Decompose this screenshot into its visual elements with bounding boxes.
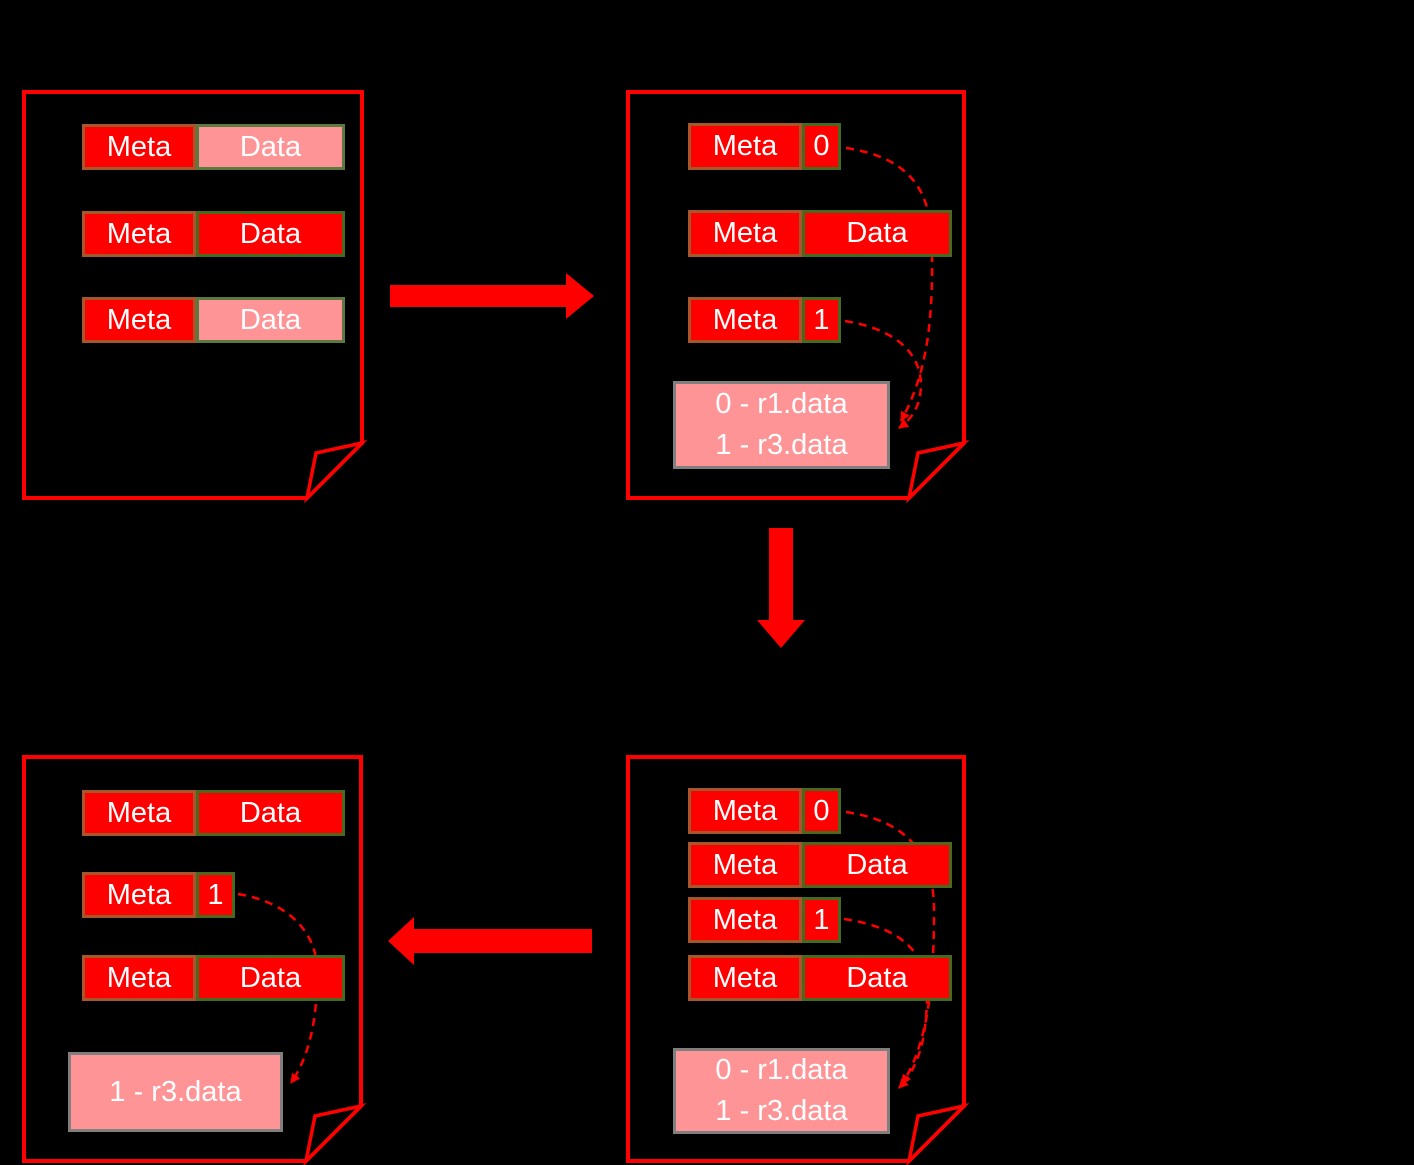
bl-overflow-box: 1 - r3.data: [68, 1052, 283, 1132]
br-row4-meta-cell: Meta: [688, 955, 802, 1001]
arrow-left-icon: [388, 917, 592, 965]
tl-row3-data-cell: Data: [196, 297, 345, 343]
pointer-arc-slot0-bottom-right: [845, 810, 936, 1085]
tr-row2-data-cell: Data: [802, 210, 952, 257]
tl-row3-meta-cell: Meta: [82, 297, 196, 343]
tr-row3-meta-cell: Meta: [688, 297, 802, 343]
bl-overflow-line1: 1 - r3.data: [109, 1075, 242, 1108]
br-row1-slot-cell: 0: [802, 788, 841, 834]
br-overflow-box: 0 - r1.data 1 - r3.data: [673, 1048, 890, 1134]
br-row4-data-cell: Data: [802, 955, 952, 1001]
bl-row1-meta-cell: Meta: [82, 790, 196, 836]
arrow-right-icon: [390, 273, 594, 319]
tr-overflow-line2: 1 - r3.data: [715, 429, 848, 461]
bl-row2-meta-cell: Meta: [82, 872, 196, 918]
tl-row1-data-cell: Data: [196, 124, 345, 170]
tr-row1-meta-cell: Meta: [688, 123, 802, 170]
br-row3-slot-cell: 1: [802, 897, 841, 943]
page-fold-bottom-right: [906, 1103, 970, 1165]
tl-row1-meta-cell: Meta: [82, 124, 196, 170]
pointer-arc-slot1-top-right: [844, 319, 923, 430]
bl-row3-data-cell: Data: [196, 955, 345, 1001]
arrow-down-icon: [757, 528, 805, 648]
pointer-arc-slot1-bottom-right: [843, 917, 929, 1089]
bl-row3-meta-cell: Meta: [82, 955, 196, 1001]
page-fold-top-left: [304, 440, 368, 504]
br-row1-meta-cell: Meta: [688, 788, 802, 834]
tr-row3-slot-cell: 1: [802, 297, 841, 343]
br-row2-data-cell: Data: [802, 842, 952, 888]
tr-row1-slot-cell: 0: [802, 123, 841, 170]
br-row3-meta-cell: Meta: [688, 897, 802, 943]
tr-overflow-line1: 0 - r1.data: [715, 388, 848, 420]
page-fold-bottom-left: [303, 1103, 367, 1165]
tl-row2-data-cell: Data: [196, 211, 345, 257]
tl-row2-meta-cell: Meta: [82, 211, 196, 257]
br-overflow-line1: 0 - r1.data: [715, 1054, 848, 1086]
br-overflow-line2: 1 - r3.data: [715, 1095, 848, 1127]
bl-row1-data-cell: Data: [196, 790, 345, 836]
br-row2-meta-cell: Meta: [688, 842, 802, 888]
page-fold-top-right: [906, 440, 970, 504]
tr-row2-meta-cell: Meta: [688, 210, 802, 257]
tr-overflow-box: 0 - r1.data 1 - r3.data: [673, 381, 890, 469]
bl-row2-slot-cell: 1: [196, 872, 235, 918]
